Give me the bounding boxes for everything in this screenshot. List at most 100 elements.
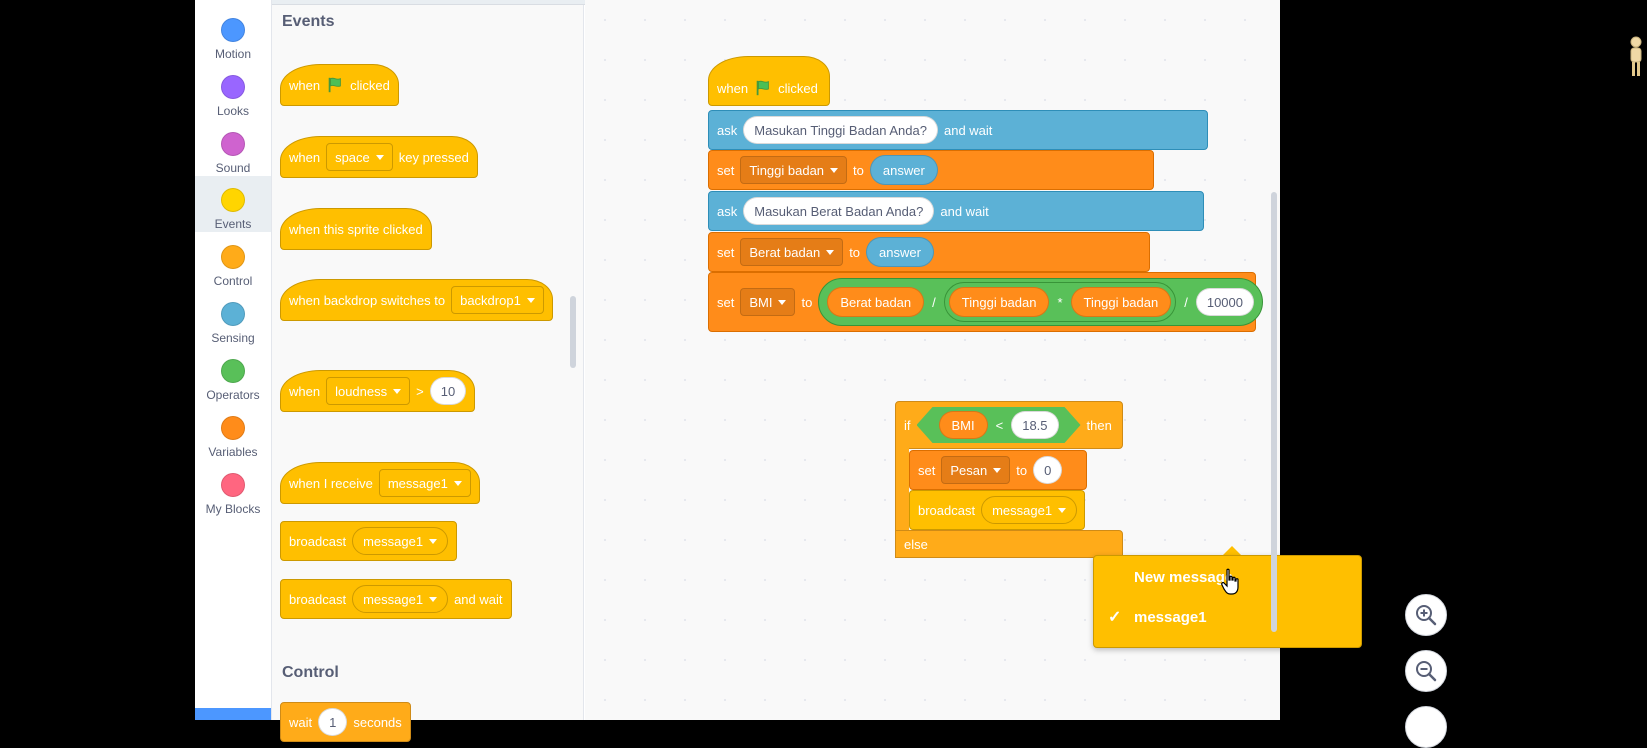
section-title-control: Control <box>282 664 339 681</box>
divide-operator[interactable]: Berat badan / Tinggi badan * Tinggi bada… <box>818 278 1263 326</box>
category-sound[interactable]: Sound <box>195 120 271 176</box>
ask-question-input[interactable]: Masukan Tinggi Badan Anda? <box>743 116 938 144</box>
variable-dropdown[interactable]: BMI <box>740 288 796 316</box>
when-sprite-clicked-block[interactable]: when this sprite clicked <box>280 208 432 250</box>
category-variables[interactable]: Variables <box>195 404 271 460</box>
block-text: to <box>1016 462 1028 478</box>
workspace-scrollbar[interactable] <box>1271 192 1277 632</box>
caret-down-icon <box>429 596 438 602</box>
if-else-block[interactable]: if BMI < 18.5 then <box>895 401 1123 449</box>
wait-input[interactable]: 1 <box>318 708 348 736</box>
sensing-dot-icon <box>221 302 245 326</box>
category-menu: Motion Looks Sound Events Control Sensin… <box>195 0 272 720</box>
loudness-input[interactable]: 10 <box>429 377 467 405</box>
key-dropdown[interactable]: space <box>326 143 393 171</box>
dropdown-item-message1[interactable]: ✓ message1 <box>1094 600 1361 634</box>
broadcast-and-wait-block[interactable]: broadcast message1 and wait <box>280 579 512 619</box>
zoom-in-button[interactable] <box>1405 594 1447 636</box>
when-backdrop-switches-block[interactable]: when backdrop switches to backdrop1 <box>280 279 553 321</box>
dropdown-value: message1 <box>363 591 424 607</box>
category-events[interactable]: Events <box>195 176 271 232</box>
caret-down-icon <box>993 467 1002 473</box>
events-dot-icon <box>221 188 245 212</box>
category-motion[interactable]: Motion <box>195 6 271 62</box>
tinggi-reporter[interactable]: Tinggi badan <box>1070 287 1172 317</box>
answer-reporter[interactable]: answer <box>869 155 938 185</box>
broadcast-script-block[interactable]: broadcast message1 <box>909 490 1085 530</box>
block-text: seconds <box>353 714 402 730</box>
menu-item-label: New message <box>1134 568 1234 586</box>
sensor-dropdown[interactable]: loudness <box>326 377 411 405</box>
dropdown-value: Pesan <box>950 462 988 478</box>
caret-down-icon <box>429 538 438 544</box>
set-bmi-block[interactable]: set BMI to Berat badan / Tinggi badan * … <box>708 272 1263 332</box>
variable-dropdown[interactable]: Berat badan <box>740 238 844 266</box>
less-than-operator[interactable]: BMI < 18.5 <box>917 407 1081 443</box>
script-workspace[interactable]: when clicked ask Masukan Tinggi Badan An… <box>585 0 1642 748</box>
when-flag-clicked-script-block[interactable]: when clicked <box>708 56 830 106</box>
block-text: to <box>849 244 861 260</box>
block-text: when <box>289 77 321 93</box>
caret-down-icon <box>393 388 402 394</box>
message-dropdown[interactable]: message1 <box>352 585 449 613</box>
ask-berat-block[interactable]: ask Masukan Berat Badan Anda? and wait <box>708 191 1204 231</box>
looks-dot-icon <box>221 75 245 99</box>
caret-down-icon <box>375 154 384 160</box>
wait-seconds-block[interactable]: wait 1 seconds <box>280 702 411 742</box>
extensions-button[interactable] <box>195 708 271 720</box>
backdrop-dropdown[interactable]: backdrop1 <box>451 286 544 314</box>
set-pesan-block[interactable]: set Pesan to 0 <box>909 450 1087 490</box>
zoom-out-button[interactable] <box>1405 650 1447 692</box>
broadcast-block[interactable]: broadcast message1 <box>280 521 458 561</box>
palette-scrollbar[interactable] <box>570 296 576 368</box>
when-flag-clicked-block[interactable]: when clicked <box>280 64 399 106</box>
when-key-pressed-block[interactable]: when space key pressed <box>280 136 478 178</box>
block-text: key pressed <box>398 149 469 165</box>
dropdown-value: Berat badan <box>749 244 821 260</box>
category-operators[interactable]: Operators <box>195 347 271 403</box>
category-looks[interactable]: Looks <box>195 63 271 119</box>
block-text: broadcast <box>289 591 347 607</box>
block-text: set <box>717 162 735 178</box>
variable-dropdown[interactable]: Tinggi badan <box>740 156 848 184</box>
variable-dropdown[interactable]: Pesan <box>941 456 1011 484</box>
category-label: Motion <box>214 47 252 61</box>
motion-dot-icon <box>221 18 245 42</box>
set-berat-block[interactable]: set Berat badan to answer <box>708 232 1150 272</box>
menu-item-label: message1 <box>1134 608 1207 626</box>
block-text: > <box>416 383 424 399</box>
block-text: broadcast <box>918 502 976 518</box>
when-i-receive-block[interactable]: when I receive message1 <box>280 462 480 504</box>
bmi-reporter[interactable]: BMI <box>939 411 988 439</box>
pesan-value-input[interactable]: 0 <box>1033 456 1063 484</box>
berat-reporter[interactable]: Berat badan <box>827 287 925 317</box>
message-dropdown[interactable]: message1 <box>378 469 471 497</box>
block-text: set <box>918 462 936 478</box>
block-text: then <box>1086 417 1112 433</box>
else-section[interactable]: else <box>895 530 1123 558</box>
block-text: and wait <box>943 122 993 138</box>
multiply-operator[interactable]: Tinggi badan * Tinggi badan <box>943 282 1177 322</box>
category-my-blocks[interactable]: My Blocks <box>195 461 271 517</box>
set-tinggi-block[interactable]: set Tinggi badan to answer <box>708 150 1154 190</box>
dropdown-value: loudness <box>335 383 388 399</box>
tinggi-reporter[interactable]: Tinggi badan <box>948 287 1050 317</box>
category-sensing[interactable]: Sensing <box>195 290 271 346</box>
green-flag-icon <box>328 77 341 93</box>
threshold-input[interactable]: 18.5 <box>1011 411 1058 439</box>
ask-question-input[interactable]: Masukan Berat Badan Anda? <box>743 197 935 225</box>
divisor-input[interactable]: 10000 <box>1195 288 1254 316</box>
ask-tinggi-block[interactable]: ask Masukan Tinggi Badan Anda? and wait <box>708 110 1208 150</box>
category-label: Sensing <box>211 331 255 345</box>
message-dropdown[interactable]: message1 <box>981 496 1078 524</box>
zoom-reset-button[interactable] <box>1405 706 1447 748</box>
dropdown-item-new-message[interactable]: New message <box>1094 560 1361 594</box>
caret-down-icon <box>826 249 835 255</box>
block-text: if <box>904 417 911 433</box>
dropdown-arrow <box>1222 546 1242 556</box>
answer-reporter[interactable]: answer <box>866 237 934 267</box>
block-text: when I receive <box>289 475 373 491</box>
when-loudness-block[interactable]: when loudness > 10 <box>280 370 476 412</box>
category-control[interactable]: Control <box>195 233 271 289</box>
message-dropdown[interactable]: message1 <box>352 527 449 555</box>
